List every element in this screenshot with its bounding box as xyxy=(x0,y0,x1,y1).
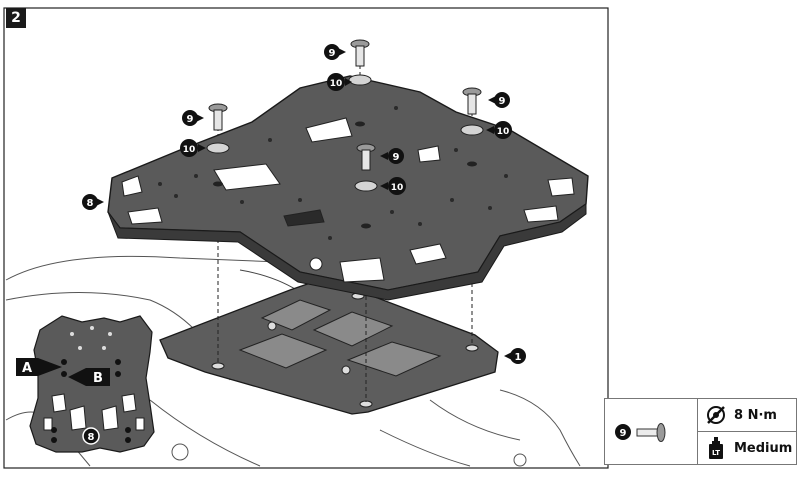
callout-1-label: 1 xyxy=(515,352,522,363)
callout-10-label: 10 xyxy=(183,145,196,155)
bolt xyxy=(462,87,482,115)
callout-8-inset: 8 xyxy=(82,427,100,445)
washer xyxy=(460,124,484,136)
callout-a-label: A xyxy=(22,361,32,376)
spec-part-label: 9 xyxy=(620,428,627,439)
callout-8-rack: 8 xyxy=(82,194,104,210)
callout-10-top: 10 xyxy=(327,73,352,91)
washer xyxy=(206,142,230,154)
callout-10-label: 10 xyxy=(391,183,404,193)
spec-threadlock-row: LT Medium xyxy=(698,432,796,464)
callout-9-right: 9 xyxy=(488,92,510,108)
spec-part-graphic: 9 xyxy=(615,423,666,442)
callout-10-center: 10 xyxy=(380,177,406,195)
callout-9-label: 9 xyxy=(499,96,506,107)
spec-part-cell: 9 xyxy=(605,399,698,464)
threadlock-value: Medium xyxy=(734,440,793,456)
callout-b-arrow: B xyxy=(68,368,110,386)
top-rack-plate xyxy=(107,75,589,301)
callout-10-right: 10 xyxy=(486,121,512,139)
bolts xyxy=(208,39,482,171)
callout-10-label: 10 xyxy=(497,127,510,137)
base-plate xyxy=(159,277,499,415)
callout-8-label: 8 xyxy=(88,432,95,443)
callout-8-label: 8 xyxy=(87,198,94,209)
callout-a-arrow: A xyxy=(16,358,62,376)
callout-10-left: 10 xyxy=(180,139,206,157)
step-number-badge: 2 xyxy=(6,8,26,28)
washer xyxy=(348,74,372,86)
torque-value: 8 N·m xyxy=(734,407,777,423)
callout-9-center: 9 xyxy=(380,148,404,164)
washers xyxy=(206,74,484,192)
bolt xyxy=(356,143,376,171)
callouts: 9 10 9 10 9 10 9 xyxy=(82,44,526,445)
callout-1-base: 1 xyxy=(504,348,526,364)
callout-9-label: 9 xyxy=(329,48,336,59)
spec-part-callout xyxy=(615,424,631,440)
callout-9-left: 9 xyxy=(182,110,204,126)
callout-9-label: 9 xyxy=(393,152,400,163)
callout-b-label: B xyxy=(93,371,103,386)
spec-torque-row: 8 N·m xyxy=(698,399,796,432)
washer xyxy=(354,180,378,192)
torque-wrench-icon xyxy=(707,406,725,424)
threadlock-icon-text: LT xyxy=(712,449,720,457)
bolt xyxy=(208,103,228,131)
threadlock-bottle-icon: LT xyxy=(709,437,723,459)
bolt-icon xyxy=(636,423,666,442)
diagram-frame xyxy=(3,7,609,469)
callout-9-label: 9 xyxy=(187,114,194,125)
fastener-spec-table: 9 8 N·m LT Medium xyxy=(604,398,797,465)
callout-9-top: 9 xyxy=(324,44,346,60)
bolt xyxy=(350,39,370,67)
callout-10-label: 10 xyxy=(330,79,343,89)
